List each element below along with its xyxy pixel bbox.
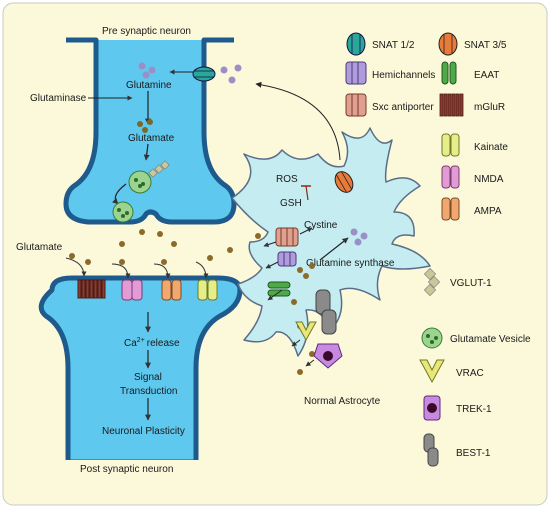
trek1-channel-astro xyxy=(313,343,343,369)
post-neuron-title: Post synaptic neuron xyxy=(80,464,173,475)
vrac-channel-astro xyxy=(295,321,317,342)
astro-glutamate xyxy=(297,263,315,279)
transduction-label: Transduction xyxy=(120,386,177,397)
legend-kainate: Kainate xyxy=(441,133,508,157)
legend-snat35: SNAT 3/5 xyxy=(438,32,507,56)
svg-text:SNAT 1/2: SNAT 1/2 xyxy=(372,40,415,51)
glutamine-export-arrow xyxy=(255,81,341,161)
signal-label: Signal xyxy=(134,372,162,383)
astro-glutamine xyxy=(350,228,368,246)
svg-text:NMDA: NMDA xyxy=(474,174,504,185)
svg-text:Hemichannels: Hemichannels xyxy=(372,70,435,81)
snat35-transporter-astro xyxy=(334,171,354,193)
svg-text:SNAT 3/5: SNAT 3/5 xyxy=(464,40,507,51)
cleft-glutamate xyxy=(69,229,315,375)
legend-vesicle: Glutamate Vesicle xyxy=(421,327,531,349)
glutamate-pre-label: Glutamate xyxy=(128,133,175,144)
legend-sxc: Sxc antiporter xyxy=(345,93,434,117)
astrocyte-body xyxy=(231,127,431,357)
svg-text:BEST-1: BEST-1 xyxy=(456,448,491,459)
normal-astrocyte-label: Normal Astrocyte xyxy=(304,396,381,407)
ca-release-label: Ca2+release xyxy=(124,337,180,349)
legend-nmda: NMDA xyxy=(441,165,504,189)
glutamine-molecules-pre xyxy=(138,62,156,79)
glutamate-molecules-pre xyxy=(137,119,153,133)
svg-text:VRAC: VRAC xyxy=(456,368,484,379)
legend-best1: BEST-1 xyxy=(423,433,491,467)
legend-eaat: EAAT xyxy=(441,61,499,85)
gsh-label: GSH xyxy=(280,198,302,209)
presynaptic-neuron xyxy=(63,37,237,225)
svg-text:TREK-1: TREK-1 xyxy=(456,404,492,415)
svg-text:mGluR: mGluR xyxy=(474,102,505,113)
kainate-receptor xyxy=(197,279,218,301)
mglur-receptor xyxy=(77,279,106,299)
legend-hemichannels: Hemichannels xyxy=(345,61,435,85)
ampa-receptor xyxy=(161,279,182,301)
glutamate-vesicle-loading xyxy=(128,160,170,194)
legend-vrac: VRAC xyxy=(419,359,484,384)
glutaminase-label: Glutaminase xyxy=(30,93,87,104)
legend-trek1: TREK-1 xyxy=(423,395,492,421)
legend-ampa: AMPA xyxy=(441,197,502,221)
glutamine-synthase-label: Glutamine synthase xyxy=(306,258,395,269)
svg-text:Glutamate Vesicle: Glutamate Vesicle xyxy=(450,334,531,345)
glutamine-label: Glutamine xyxy=(126,80,172,91)
legend-vglut1: VGLUT-1 xyxy=(423,267,492,297)
svg-text:EAAT: EAAT xyxy=(474,70,499,81)
plasticity-label: Neuronal Plasticity xyxy=(102,426,185,437)
legend-snat12: SNAT 1/2 xyxy=(346,32,415,56)
glutamate-cleft-label: Glutamate xyxy=(16,242,63,253)
pre-neuron-title: Pre synaptic neuron xyxy=(102,26,191,37)
best1-channel-astro xyxy=(315,289,337,335)
glutamate-vesicle xyxy=(112,201,134,223)
legend-mglur: mGluR xyxy=(439,93,505,117)
eaat-transporter-astro xyxy=(267,281,291,297)
ros-label: ROS xyxy=(276,174,298,185)
hemichannel-astro xyxy=(277,251,297,267)
svg-text:Sxc antiporter: Sxc antiporter xyxy=(372,102,434,113)
legend: SNAT 1/2 SNAT 3/5 Hemichannels EAAT Sxc … xyxy=(345,32,531,467)
nmda-receptor xyxy=(121,279,143,301)
svg-text:VGLUT-1: VGLUT-1 xyxy=(450,278,492,289)
snat12-transporter-pre xyxy=(192,66,216,82)
svg-text:AMPA: AMPA xyxy=(474,206,502,217)
cystine-label: Cystine xyxy=(304,220,338,231)
sxc-antiporter-astro xyxy=(275,227,299,247)
svg-text:Kainate: Kainate xyxy=(474,142,508,153)
